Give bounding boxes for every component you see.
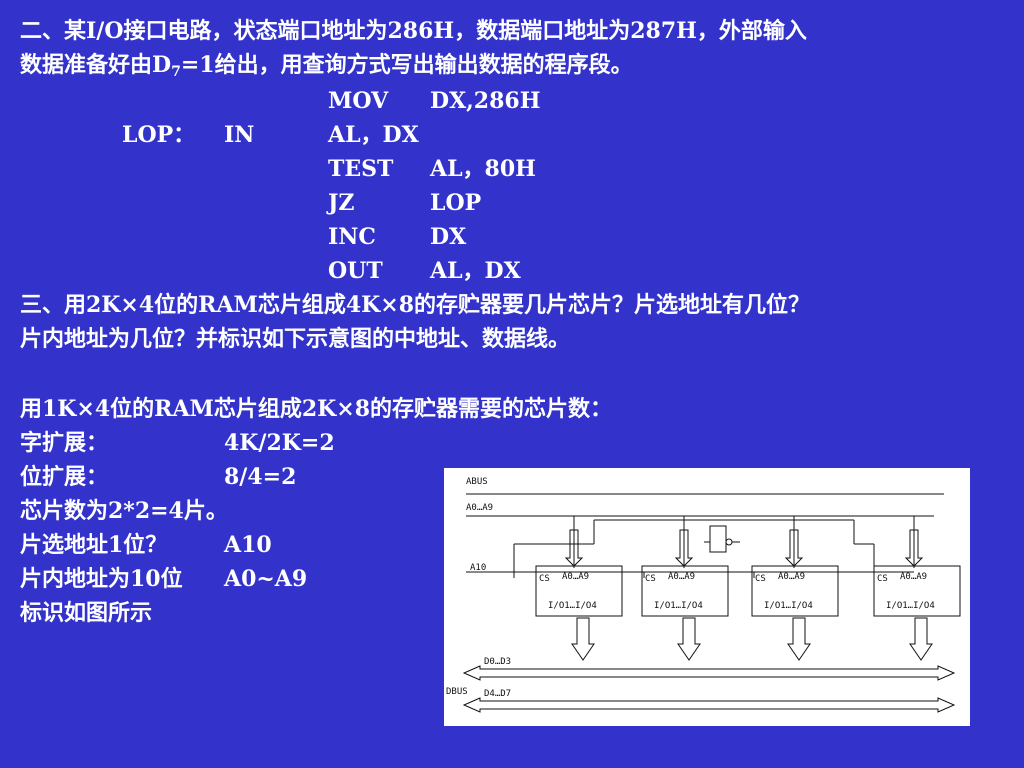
- memory-diagram: ABUS A0…A9 A10 CS A0…A9 I/O1…I/O4 CS A0……: [444, 468, 970, 726]
- code-mnemonic: AL，DX: [328, 122, 419, 148]
- chip-addr-label: A0…A9: [900, 572, 927, 582]
- code-op: IN: [224, 122, 255, 148]
- d4d7-bus: [462, 697, 956, 713]
- inverter-bubble: [725, 538, 733, 546]
- code-operand: LOP: [430, 190, 482, 216]
- answer-intro: 用1K×4位的RAM芯片组成2K×8的存贮器需要的芯片数：: [20, 396, 613, 422]
- chip-data-label: I/O1…I/O4: [548, 601, 597, 611]
- answer-row-label: 片选地址1位？: [20, 532, 168, 558]
- d0d3-bus: [462, 665, 956, 681]
- code-mnemonic: TEST: [328, 156, 394, 182]
- data-arrow: [909, 617, 933, 661]
- addr-arrow: [904, 529, 924, 567]
- chip-cs-label: CS: [755, 574, 766, 584]
- d0d3-label: D0…D3: [484, 657, 511, 667]
- ram-chip: [641, 565, 729, 617]
- ram-chip: [751, 565, 839, 617]
- memory-diagram-svg: ABUS A0…A9 A10 CS A0…A9 I/O1…I/O4 CS A0……: [446, 477, 961, 713]
- answer-row-value: 8/4=2: [224, 464, 297, 490]
- a10-label: A10: [470, 563, 486, 573]
- inverter-gate: [709, 525, 727, 553]
- chip-addr-label: A0…A9: [562, 572, 589, 582]
- q2-line-2: 数据准备好由D7=1给出，用查询方式写出输出数据的程序段。: [20, 50, 633, 87]
- code-mnemonic: OUT: [328, 258, 383, 284]
- ram-chip: [535, 565, 623, 617]
- answer-row-value: 4K/2K=2: [224, 430, 335, 456]
- addr-arrow: [674, 529, 694, 567]
- code-operand: DX: [430, 224, 467, 250]
- code-mnemonic: JZ: [328, 190, 355, 216]
- q2-line-2-pre: 数据准备好由D: [20, 52, 172, 78]
- code-operand: AL，DX: [430, 258, 521, 284]
- chip-addr-label: A0…A9: [668, 572, 695, 582]
- chip-addr-label: A0…A9: [778, 572, 805, 582]
- chip-cs-label: CS: [877, 574, 888, 584]
- chip-cs-label: CS: [645, 574, 656, 584]
- data-arrow: [787, 617, 811, 661]
- dbus-label: DBUS: [446, 687, 468, 697]
- d4d7-label: D4…D7: [484, 689, 511, 699]
- answer-row-value: A0~A9: [224, 566, 308, 592]
- ram-chip: [873, 565, 961, 617]
- q3-line-2: 片内地址为几位？并标识如下示意图的中地址、数据线。: [20, 326, 571, 352]
- answer-row-label: 字扩展：: [20, 430, 109, 456]
- a0a9-label: A0…A9: [466, 503, 493, 513]
- q2-line-2-post: =1给出，用查询方式写出输出数据的程序段。: [180, 52, 633, 78]
- answer-row-value: A10: [224, 532, 272, 558]
- chip-data-label: I/O1…I/O4: [886, 601, 935, 611]
- code-mnemonic: INC: [328, 224, 376, 250]
- answer-row-label: 位扩展：: [20, 464, 109, 490]
- code-label: LOP：: [122, 122, 196, 148]
- code-operand: AL，80H: [430, 156, 536, 182]
- addr-arrow: [564, 529, 584, 567]
- code-mnemonic: MOV: [328, 88, 389, 114]
- answer-row-label: 片内地址为10位: [20, 566, 183, 592]
- answer-row-label: 芯片数为2*2=4片。: [20, 498, 228, 524]
- answer-row-label: 标识如图所示: [20, 600, 153, 626]
- q2-line-2-sub: 7: [171, 64, 181, 80]
- code-operand: DX,286H: [430, 88, 541, 114]
- q2-line-1: 二、某I/O接口电路，状态端口地址为286H，数据端口地址为287H，外部输入: [20, 18, 807, 44]
- abus-label: ABUS: [466, 477, 488, 487]
- q3-line-1: 三、用2K×4位的RAM芯片组成4K×8的存贮器要几片芯片？片选地址有几位？: [20, 292, 811, 318]
- addr-arrow: [784, 529, 804, 567]
- chip-cs-label: CS: [539, 574, 550, 584]
- chip-data-label: I/O1…I/O4: [764, 601, 813, 611]
- data-arrow: [677, 617, 701, 661]
- data-arrow: [571, 617, 595, 661]
- chip-data-label: I/O1…I/O4: [654, 601, 703, 611]
